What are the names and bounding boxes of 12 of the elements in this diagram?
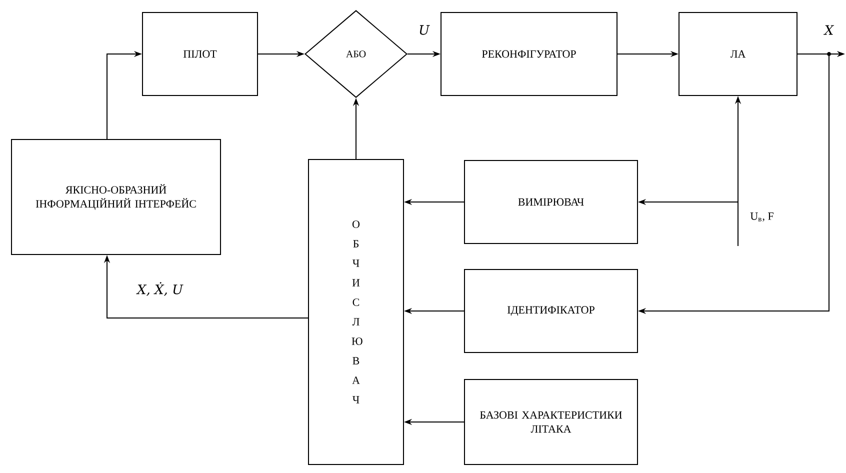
edge-label: U (420, 25, 430, 35)
process-box: ОБЧИСЛЮВАЧ (308, 159, 404, 465)
process-box: ПІЛОТ (142, 12, 258, 96)
process-box: РЕКОНФІГУРАТОР (440, 12, 618, 96)
edge-label: X (824, 25, 834, 35)
process-box: ІДЕНТИФІКАТОР (464, 269, 638, 353)
process-box: ЯКІСНО-ОБРАЗНИЙ ІНФОРМАЦІЙНИЙ ІНТЕРФЕЙС (11, 139, 221, 255)
edge-label: X, Ẋ, U (136, 282, 184, 296)
process-box: ЛА (678, 12, 798, 96)
edge-label: U$_{в}$, F (750, 212, 774, 222)
process-box: ВИМІРЮВАЧ (464, 160, 638, 244)
process-box: БАЗОВІ ХАРАКТЕРИСТИКИ ЛІТАКА (464, 379, 638, 465)
